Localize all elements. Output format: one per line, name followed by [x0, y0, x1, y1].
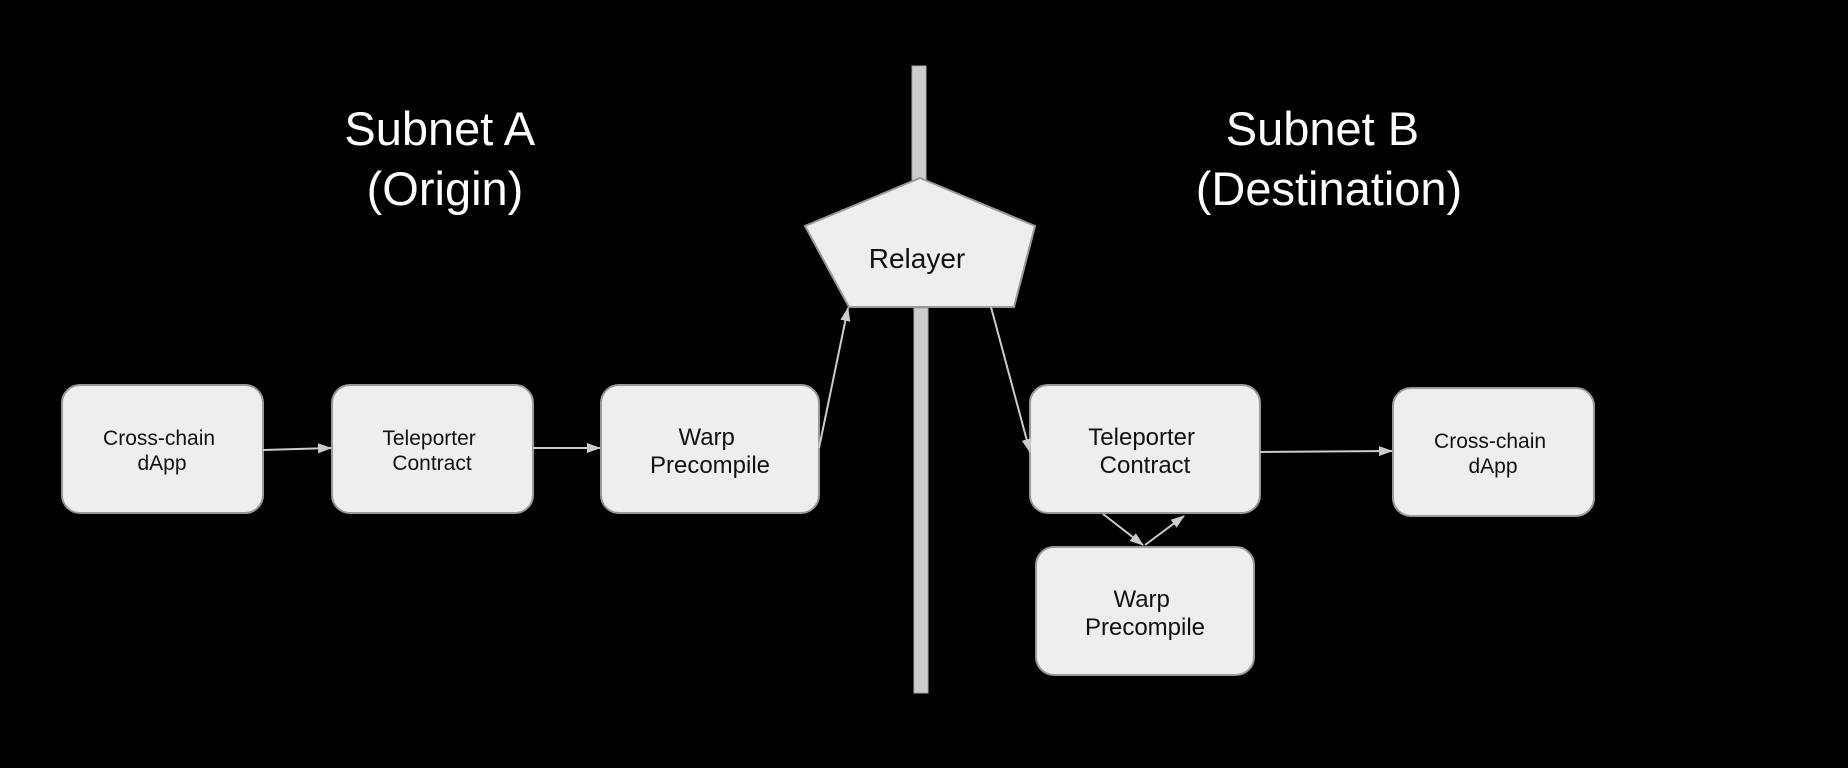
subnet-b-teleporter-label-line1: Teleporter [1088, 424, 1195, 451]
subnet-a-warp-node: Warp Precompile [600, 384, 820, 514]
subnet-b-warp-box [1035, 546, 1255, 676]
subnet-a-warp-label-line1: Warp [678, 424, 734, 451]
subnet-b-warp-label: Warp Precompile [1085, 586, 1205, 641]
arrow-dapp-a-to-teleporter-a [262, 443, 332, 454]
relayer-node: Relayer [803, 176, 1037, 308]
subnet-b-dapp-label: Cross-chain dApp [1434, 430, 1552, 478]
subnet-a-warp-box [600, 384, 820, 514]
arrow-relayer-to-teleporter-b [990, 306, 1032, 453]
subnet-a-dapp-label-line1: Cross-chain [103, 427, 215, 450]
subnet-b-teleporter-node: Teleporter Contract [1029, 384, 1261, 514]
subnet-b-dapp-label-line2: dApp [1468, 455, 1517, 478]
subnet-a-warp-label: Warp Precompile [650, 424, 770, 479]
subnet-b-warp-node: Warp Precompile [1035, 546, 1255, 676]
subnet-a-dapp-node: Cross-chain dApp [61, 384, 264, 514]
subnet-b-teleporter-label-line2: Contract [1100, 452, 1191, 479]
subnet-b-warp-label-line2: Precompile [1085, 614, 1205, 641]
subnet-b-title: Subnet B (Destination) [1196, 102, 1462, 215]
subnet-a-teleporter-node: Teleporter Contract [331, 384, 534, 514]
relayer-shape [803, 176, 1037, 308]
arrow-warp-a-to-relayer [818, 307, 851, 449]
subnet-a-dapp-label: Cross-chain dApp [103, 427, 221, 475]
subnet-a-title-line1: Subnet A [344, 102, 535, 155]
subnet-b-dapp-label-line1: Cross-chain [1434, 430, 1546, 453]
arrow-warp-b-to-teleporter-b [1144, 515, 1185, 546]
subnet-a-teleporter-label-line1: Teleporter [382, 427, 475, 450]
arrow-teleporter-b-to-warp-b [1102, 513, 1144, 546]
subnet-b-title-line2: (Destination) [1196, 162, 1462, 215]
subnet-b-dapp-node: Cross-chain dApp [1392, 387, 1595, 517]
subnet-b-teleporter-label: Teleporter Contract [1088, 424, 1201, 479]
subnet-b-warp-label-line1: Warp [1113, 586, 1169, 613]
arrow-teleporter-b-to-dapp-b [1259, 446, 1393, 457]
subnet-a-title: Subnet A (Origin) [344, 102, 545, 215]
subnet-b-title-line1: Subnet B [1226, 102, 1419, 155]
subnet-a-title-line2: (Origin) [367, 162, 524, 215]
subnet-divider-top [911, 65, 927, 183]
subnet-a-teleporter-label: Teleporter Contract [382, 427, 481, 475]
subnet-a-warp-label-line2: Precompile [650, 452, 770, 479]
subnet-a-dapp-label-line2: dApp [137, 452, 186, 475]
subnet-a-teleporter-label-line2: Contract [392, 452, 472, 475]
relayer-label: Relayer [869, 243, 965, 274]
subnet-divider-bottom [913, 307, 929, 694]
subnet-b-dapp-box [1392, 387, 1595, 517]
